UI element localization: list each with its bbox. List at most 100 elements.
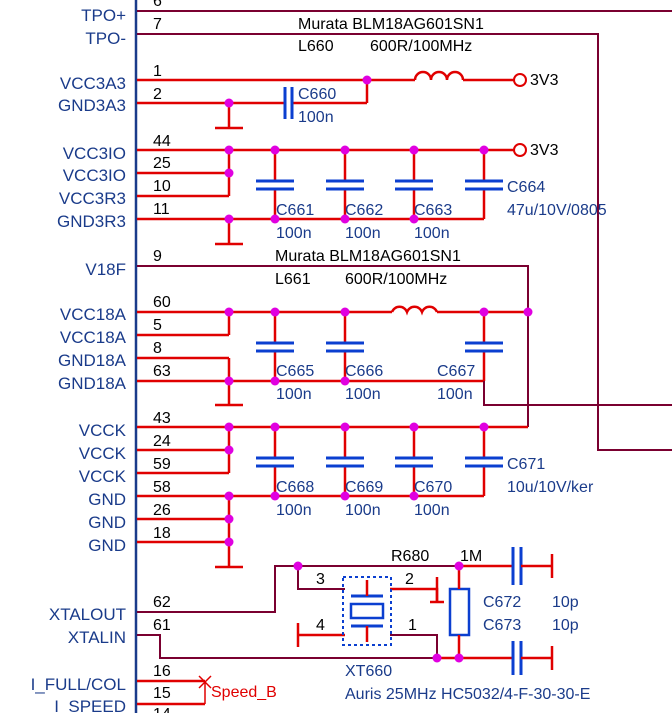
junction-dot	[224, 491, 234, 501]
pin-label: I_SPEED	[54, 697, 126, 713]
c663-value: 100n	[414, 225, 450, 242]
xt660-crystal	[349, 602, 385, 620]
c672-ref: C672	[483, 594, 521, 611]
gnd18a-right-net	[483, 381, 672, 406]
c665-ref: C665	[276, 363, 314, 380]
pin-label: VCCK	[79, 421, 127, 440]
r680-ref: R680	[391, 548, 429, 565]
pin-label: VCC3IO	[63, 166, 126, 185]
junction-dot	[224, 145, 234, 155]
pin-number: 8	[153, 340, 162, 357]
pin-label: VCC18A	[60, 328, 127, 347]
junction-dot	[224, 422, 234, 432]
c667-value: 100n	[437, 386, 473, 403]
junction-dot	[224, 537, 234, 547]
tpo-nets	[137, 10, 672, 451]
c666-value: 100n	[345, 386, 381, 403]
rail-3v3-terminal	[513, 73, 527, 87]
pin-label: GND18A	[58, 351, 127, 370]
pin-number: 24	[153, 433, 171, 450]
c666-ref: C666	[345, 363, 383, 380]
junction-dot	[409, 145, 419, 155]
c669-value: 100n	[345, 502, 381, 519]
c668-value: 100n	[276, 502, 312, 519]
junction-dot	[340, 376, 350, 386]
xt-pin2-wire	[390, 587, 439, 602]
junction-dot	[270, 376, 280, 386]
junction-dot	[270, 307, 280, 317]
c664-ref: C664	[507, 179, 545, 196]
pin-number: 7	[153, 16, 162, 33]
pin-label: VCC3R3	[59, 189, 126, 208]
junction-dot	[224, 445, 234, 455]
pin-number: 11	[153, 201, 170, 218]
rail-3v3-label: 3V3	[530, 142, 559, 159]
pin-number: 59	[153, 456, 171, 473]
vcck-section: C668 100n C669 100n C670 100n C671 10u/1…	[137, 422, 594, 569]
junction-dot	[409, 214, 419, 224]
c661-ref: C661	[276, 202, 314, 219]
pin-number: 5	[153, 317, 162, 334]
pin-number: 62	[153, 594, 171, 611]
pin-label: XTALIN	[68, 628, 126, 647]
l660-value: 600R/100MHz	[370, 38, 472, 55]
c665-value: 100n	[276, 386, 312, 403]
c661-value: 100n	[276, 225, 312, 242]
xtalout-net	[137, 565, 298, 613]
cap-column-3v3	[256, 150, 503, 219]
xt-pin3-net	[297, 566, 345, 590]
pin-label: VCC18A	[60, 305, 127, 324]
pin-number: 2	[153, 86, 162, 103]
junction-dot	[479, 422, 489, 432]
junction-dot	[224, 307, 234, 317]
junction-dot	[270, 422, 280, 432]
c669-ref: C669	[345, 479, 383, 496]
pin-number: 63	[153, 363, 171, 380]
vcc3a3-section: 3V3 Murata BLM18AG601SN1 L660 600R/100MH…	[137, 16, 559, 130]
xt660-desc: Auris 25MHz HC5032/4-F-30-30-E	[345, 686, 590, 703]
pin-label: TPO-	[85, 29, 126, 48]
junction-dot	[409, 491, 419, 501]
pin-numbers: 6 7 1 2 44 25 10 11 9 60 5 8 63 43 24 59…	[153, 0, 171, 713]
pin-label: VCCK	[79, 467, 127, 486]
junction-dot	[479, 145, 489, 155]
junction-dot	[224, 168, 234, 178]
pin-number: 61	[153, 617, 171, 634]
junction-dot	[340, 145, 350, 155]
rail-3v3-terminal	[513, 143, 527, 157]
pin-number: 15	[153, 685, 171, 702]
pin-number: 43	[153, 410, 171, 427]
junction-dot	[409, 422, 419, 432]
junction-dot	[523, 307, 533, 317]
pin-label: I_FULL/COL	[31, 675, 126, 694]
junction-dot	[224, 376, 234, 386]
l661-value: 600R/100MHz	[345, 271, 447, 288]
junction-dot	[340, 214, 350, 224]
pin-number: 1	[153, 63, 162, 80]
xt660-pin1: 1	[408, 617, 417, 634]
vcc18a-section: Murata BLM18AG601SN1 L661 600R/100MHz	[137, 248, 672, 427]
l661-part: Murata BLM18AG601SN1	[275, 248, 461, 265]
junction-dot	[224, 514, 234, 524]
junction-dot	[340, 422, 350, 432]
pin-label: VCCK	[79, 444, 127, 463]
c673-ref: C673	[483, 617, 521, 634]
pin-label: VCC3A3	[60, 74, 126, 93]
c670-value: 100n	[414, 502, 450, 519]
pin-label: GND3A3	[58, 96, 126, 115]
c660-value: 100n	[298, 109, 334, 126]
c672-value: 10p	[552, 594, 579, 611]
junction-dot	[454, 653, 464, 663]
xt660-outline	[342, 576, 392, 646]
pin-label: XTALOUT	[49, 605, 126, 624]
rail-3v3-label: 3V3	[530, 72, 559, 89]
pin-label: GND	[88, 536, 126, 555]
junction-dot	[340, 307, 350, 317]
pin-number: 18	[153, 525, 171, 542]
speed-b-net-label: Speed_B	[211, 684, 277, 701]
vcc3io-section: 3V3	[137, 142, 607, 246]
c671-ref: C671	[507, 456, 545, 473]
junction-dot	[340, 491, 350, 501]
pin-label: GND	[88, 513, 126, 532]
